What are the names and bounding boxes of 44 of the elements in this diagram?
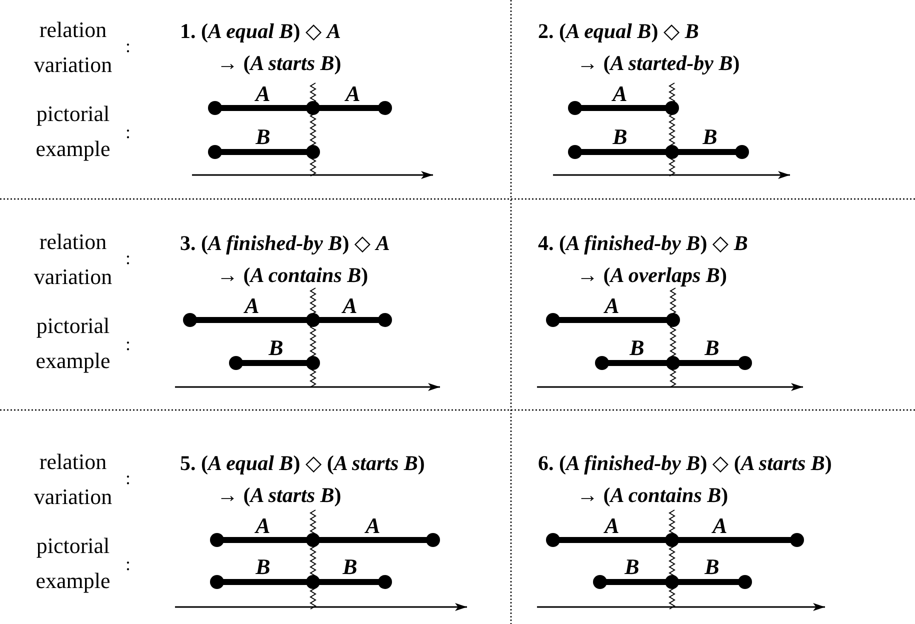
interval-label: B	[256, 556, 270, 578]
interval-label: A	[612, 83, 628, 105]
row-label: pictorial example	[34, 532, 112, 595]
interval-label: B	[702, 126, 718, 148]
interval-label: A	[256, 515, 270, 537]
row-label: pictorial example	[34, 312, 112, 375]
interval-label: A	[712, 515, 728, 537]
row-label: pictorial example	[34, 100, 112, 163]
interval-label: B	[704, 556, 720, 578]
colon-mark: :	[126, 123, 130, 141]
interval-label: B	[256, 126, 270, 148]
colon-mark: :	[126, 469, 130, 487]
interval-label: A	[256, 83, 270, 105]
relation-heading: → (A starts B)	[217, 482, 342, 508]
relation-heading: 5. (A equal B) ◇ (A starts B)	[180, 450, 425, 476]
relation-heading: → (A contains B)	[217, 262, 368, 288]
interval-label: A	[604, 295, 620, 317]
relation-heading: 1. (A equal B) ◇ A	[180, 18, 341, 44]
relation-heading: → (A started-by B)	[577, 50, 740, 76]
interval-label: B	[630, 337, 644, 359]
relation-heading: → (A contains B)	[577, 482, 728, 508]
interval-label: B	[624, 556, 640, 578]
row-label: relation variation	[32, 228, 114, 291]
interval-label: A	[342, 295, 358, 317]
interval-label: B	[268, 337, 284, 359]
row-label: relation variation	[32, 448, 114, 511]
interval-label: A	[604, 515, 620, 537]
relation-heading: 3. (A finished-by B) ◇ A	[180, 230, 390, 256]
colon-mark: :	[126, 37, 130, 55]
relation-heading: 2. (A equal B) ◇ B	[538, 18, 699, 44]
relation-heading: → (A overlaps B)	[577, 262, 727, 288]
relation-heading: 4. (A finished-by B) ◇ B	[538, 230, 748, 256]
interval-label: B	[612, 126, 628, 148]
interval-label: A	[346, 83, 360, 105]
interval-label: A	[244, 295, 260, 317]
colon-mark: :	[126, 249, 130, 267]
interval-label: A	[366, 515, 380, 537]
interval-label: B	[704, 337, 720, 359]
relation-heading: → (A starts B)	[217, 50, 342, 76]
colon-mark: :	[126, 555, 130, 573]
row-label: relation variation	[32, 16, 114, 79]
relation-heading: 6. (A finished-by B) ◇ (A starts B)	[538, 450, 832, 476]
interval-label: B	[342, 556, 358, 578]
colon-mark: :	[126, 335, 130, 353]
